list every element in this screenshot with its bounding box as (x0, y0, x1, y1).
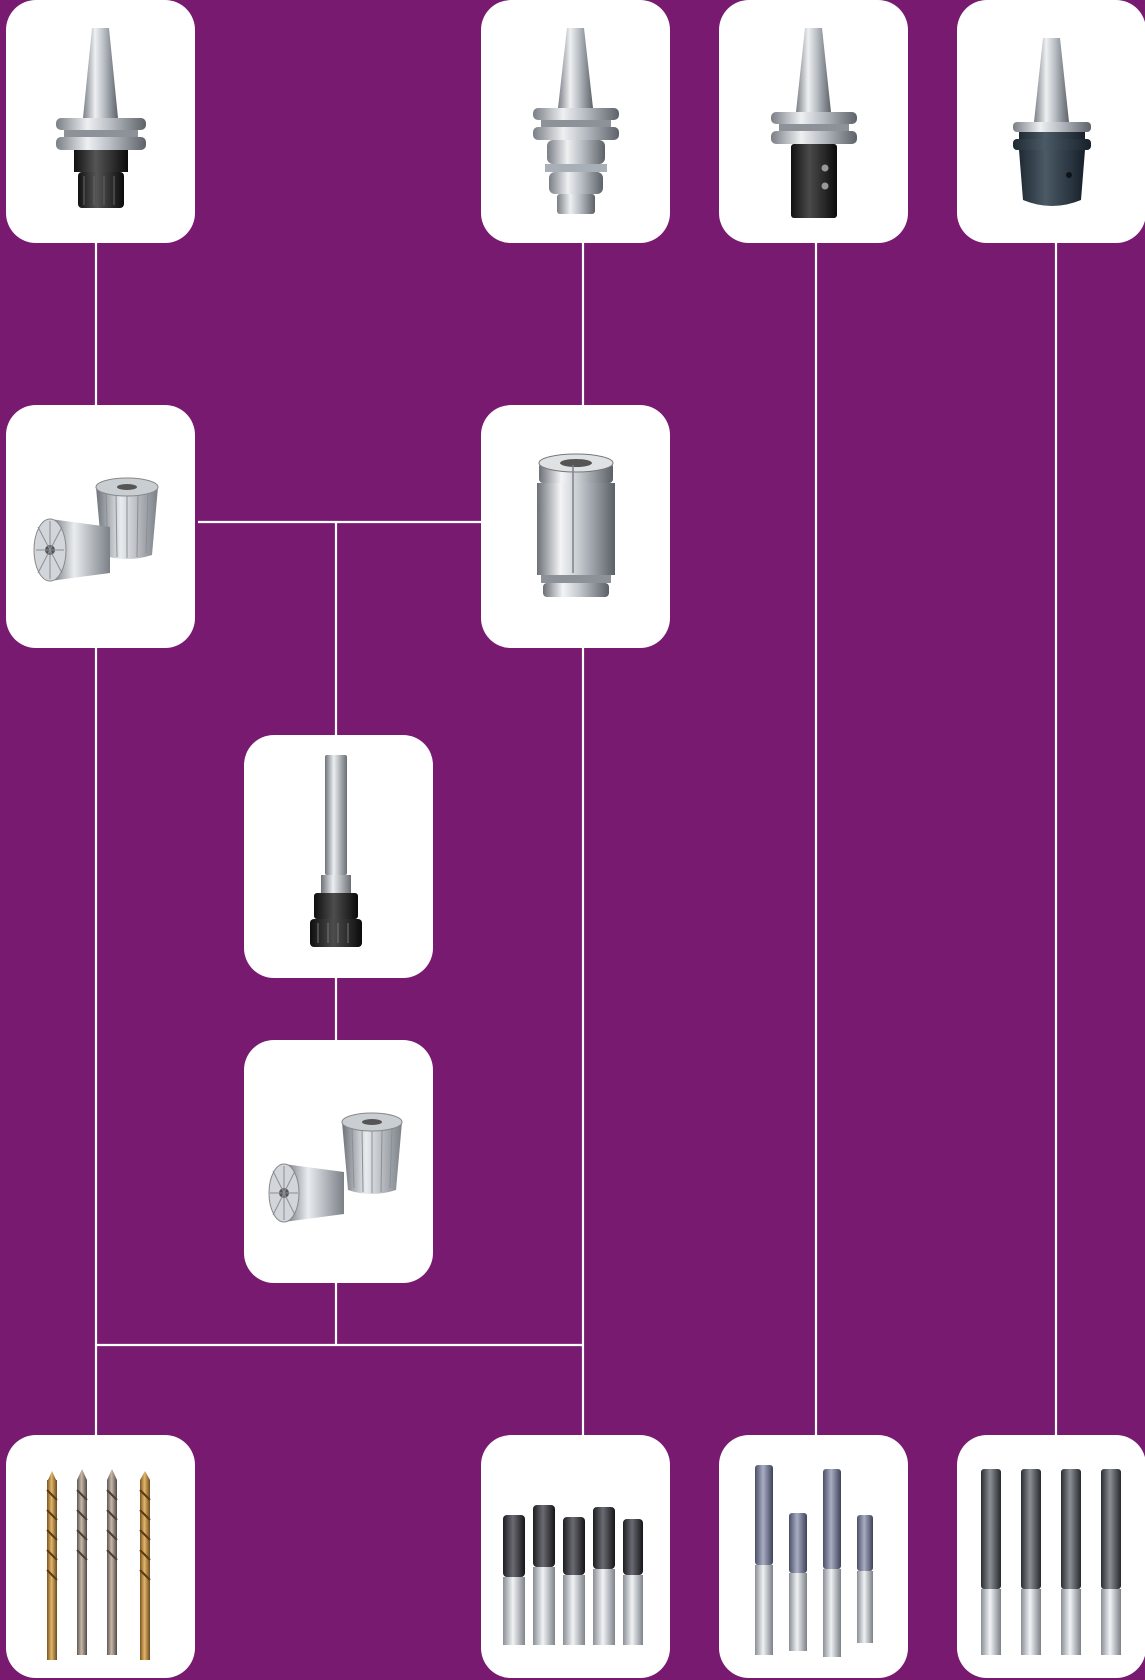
er-collets-icon (6, 405, 195, 648)
card-side-lock-holder[interactable] (719, 0, 908, 243)
er-extension-icon (244, 735, 433, 978)
solid-carbide-drills-icon (957, 1435, 1145, 1678)
card-er-collets[interactable] (6, 405, 195, 648)
card-er-collets-small[interactable] (244, 1040, 433, 1283)
twist-drills-icon (6, 1435, 195, 1678)
hydraulic-chuck-icon (481, 0, 670, 243)
card-solid-carbide-drills[interactable] (957, 1435, 1145, 1678)
card-reduction-sleeve[interactable] (481, 405, 670, 648)
roughing-end-mills-icon (719, 1435, 908, 1678)
card-shrink-fit-holder[interactable] (957, 0, 1145, 243)
card-end-mills[interactable] (481, 1435, 670, 1678)
card-er-collet-chuck[interactable] (6, 0, 195, 243)
card-roughing-end-mills[interactable] (719, 1435, 908, 1678)
er-collet-chuck-icon (6, 0, 195, 243)
card-hydraulic-chuck[interactable] (481, 0, 670, 243)
shrink-fit-holder-icon (957, 0, 1145, 243)
card-er-extension[interactable] (244, 735, 433, 978)
er-collets-icon (244, 1040, 433, 1283)
card-twist-drills[interactable] (6, 1435, 195, 1678)
end-mills-icon (481, 1435, 670, 1678)
reduction-sleeve-icon (481, 405, 670, 648)
side-lock-holder-icon (719, 0, 908, 243)
